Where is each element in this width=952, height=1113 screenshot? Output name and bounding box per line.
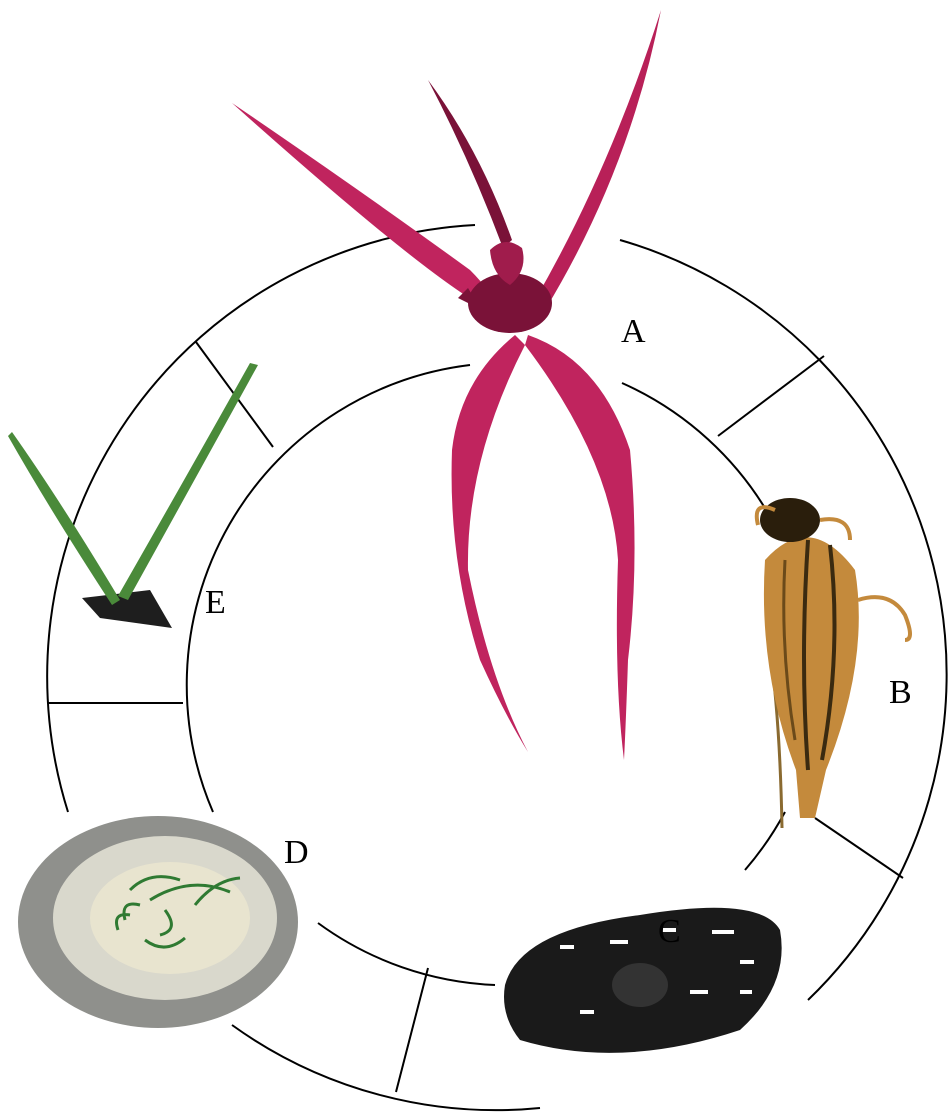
inner-ring-arc-left bbox=[187, 365, 470, 812]
orchid-dorsal-sepal bbox=[428, 80, 512, 248]
spider-orchid-flower-image bbox=[232, 10, 661, 760]
outer-ring-arc-bottom bbox=[232, 1025, 540, 1110]
capsule-top-remnant bbox=[760, 498, 820, 542]
orchid-sepal-lower-left bbox=[452, 335, 528, 752]
seed-embryo bbox=[612, 963, 668, 1007]
stage-label-e: E bbox=[205, 584, 226, 621]
stage-label-b: B bbox=[889, 674, 912, 711]
culture-dish-seedlings-image bbox=[18, 816, 298, 1028]
divider-b-c bbox=[815, 818, 903, 878]
divider-c-d bbox=[396, 968, 428, 1092]
stage-label-d: D bbox=[284, 834, 309, 871]
stage-label-a: A bbox=[621, 313, 646, 350]
magnified-seed-image bbox=[504, 908, 782, 1053]
inner-ring-arc-right bbox=[622, 383, 772, 520]
orchid-sepal-upper-left bbox=[232, 103, 493, 310]
stage-label-c: C bbox=[658, 913, 681, 950]
dried-seed-capsule-image bbox=[757, 498, 910, 828]
orchid-sepal-lower-right bbox=[525, 335, 635, 760]
inner-ring-arc-bottom bbox=[318, 923, 495, 985]
leaf-right bbox=[118, 363, 258, 600]
outer-ring-arc-top-left bbox=[47, 225, 475, 812]
divider-a-b bbox=[718, 356, 824, 436]
inner-ring-arc-lower-right bbox=[745, 812, 785, 870]
capsule-body bbox=[764, 537, 859, 818]
orchid-petal-upper-right bbox=[535, 10, 661, 310]
